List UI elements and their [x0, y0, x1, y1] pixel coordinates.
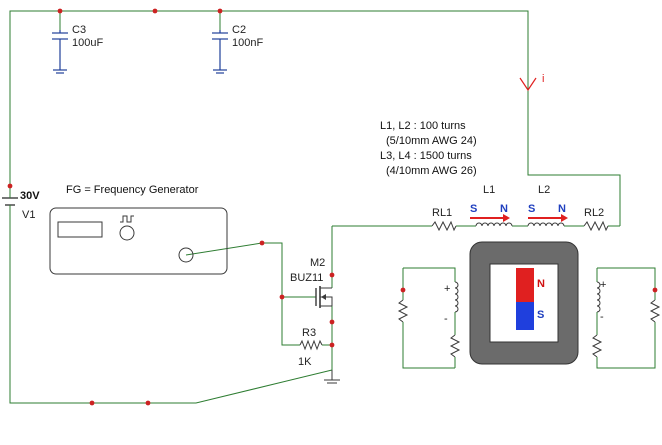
wire-gate	[262, 242, 316, 298]
resistor-r3: R3 1K	[298, 327, 323, 368]
wire-top-rail	[9, 10, 621, 226]
mosfet-m2: M2 BUZ11	[290, 257, 333, 308]
magnet-south-label: S	[537, 309, 544, 321]
l2-north: N	[558, 203, 566, 215]
secondary-loop-left: + -	[397, 267, 461, 369]
current-label: i	[542, 73, 544, 85]
wire-bottom-rail	[9, 216, 333, 404]
l4-minus: -	[600, 311, 604, 323]
fg-note: FG = Frequency Generator	[66, 184, 199, 196]
junction-dots	[7, 8, 658, 406]
l1-south: S	[470, 203, 477, 215]
coil-l2: L2 S N	[527, 184, 568, 227]
l1-label: L1	[483, 184, 495, 196]
coil-note-1: L1, L2 : 100 turns	[380, 120, 466, 132]
v1-voltage: 30V	[20, 190, 40, 202]
magnet-north-label: N	[537, 278, 545, 290]
l1-north: N	[500, 203, 508, 215]
wire-r3-loop	[281, 297, 300, 346]
c3-value: 100uF	[72, 37, 103, 49]
frequency-generator: FG = Frequency Generator	[49, 184, 228, 275]
ground-symbol	[324, 370, 340, 384]
rl2-label: RL2	[584, 207, 604, 219]
r3-value: 1K	[298, 356, 312, 368]
current-arrow: i	[519, 73, 544, 92]
v1-name: V1	[22, 209, 35, 221]
coil-note-2: (5/10mm AWG 24)	[386, 135, 477, 147]
battery-v1: 30V V1	[2, 186, 40, 221]
l2-label: L2	[538, 184, 550, 196]
l4-plus: +	[600, 279, 606, 291]
coil-note-3: L3, L4 : 1500 turns	[380, 150, 472, 162]
capacitor-c3: C3 100uF	[52, 24, 103, 74]
coil-notes: L1, L2 : 100 turns (5/10mm AWG 24) L3, L…	[380, 120, 477, 177]
secondary-loop-right: + -	[591, 267, 661, 369]
c2-value: 100nF	[232, 37, 263, 49]
r3-name: R3	[302, 327, 316, 339]
wires	[9, 10, 621, 404]
resistor-rl2: RL2	[583, 207, 609, 232]
coil-l1: L1 S N	[470, 184, 513, 227]
l3-plus: +	[444, 283, 450, 295]
l2-south: S	[528, 203, 535, 215]
resistor-rl1: RL1	[431, 207, 457, 232]
magnet-core: N S	[469, 241, 579, 365]
m2-part: BUZ11	[290, 272, 323, 284]
c3-name: C3	[72, 24, 86, 36]
c2-name: C2	[232, 24, 246, 36]
capacitor-c2: C2 100nF	[212, 24, 263, 74]
wire-fg-gate	[185, 242, 263, 256]
coil-note-4: (4/10mm AWG 26)	[386, 165, 477, 177]
m2-name: M2	[310, 257, 325, 269]
rl1-label: RL1	[432, 207, 452, 219]
l3-minus: -	[444, 313, 448, 325]
